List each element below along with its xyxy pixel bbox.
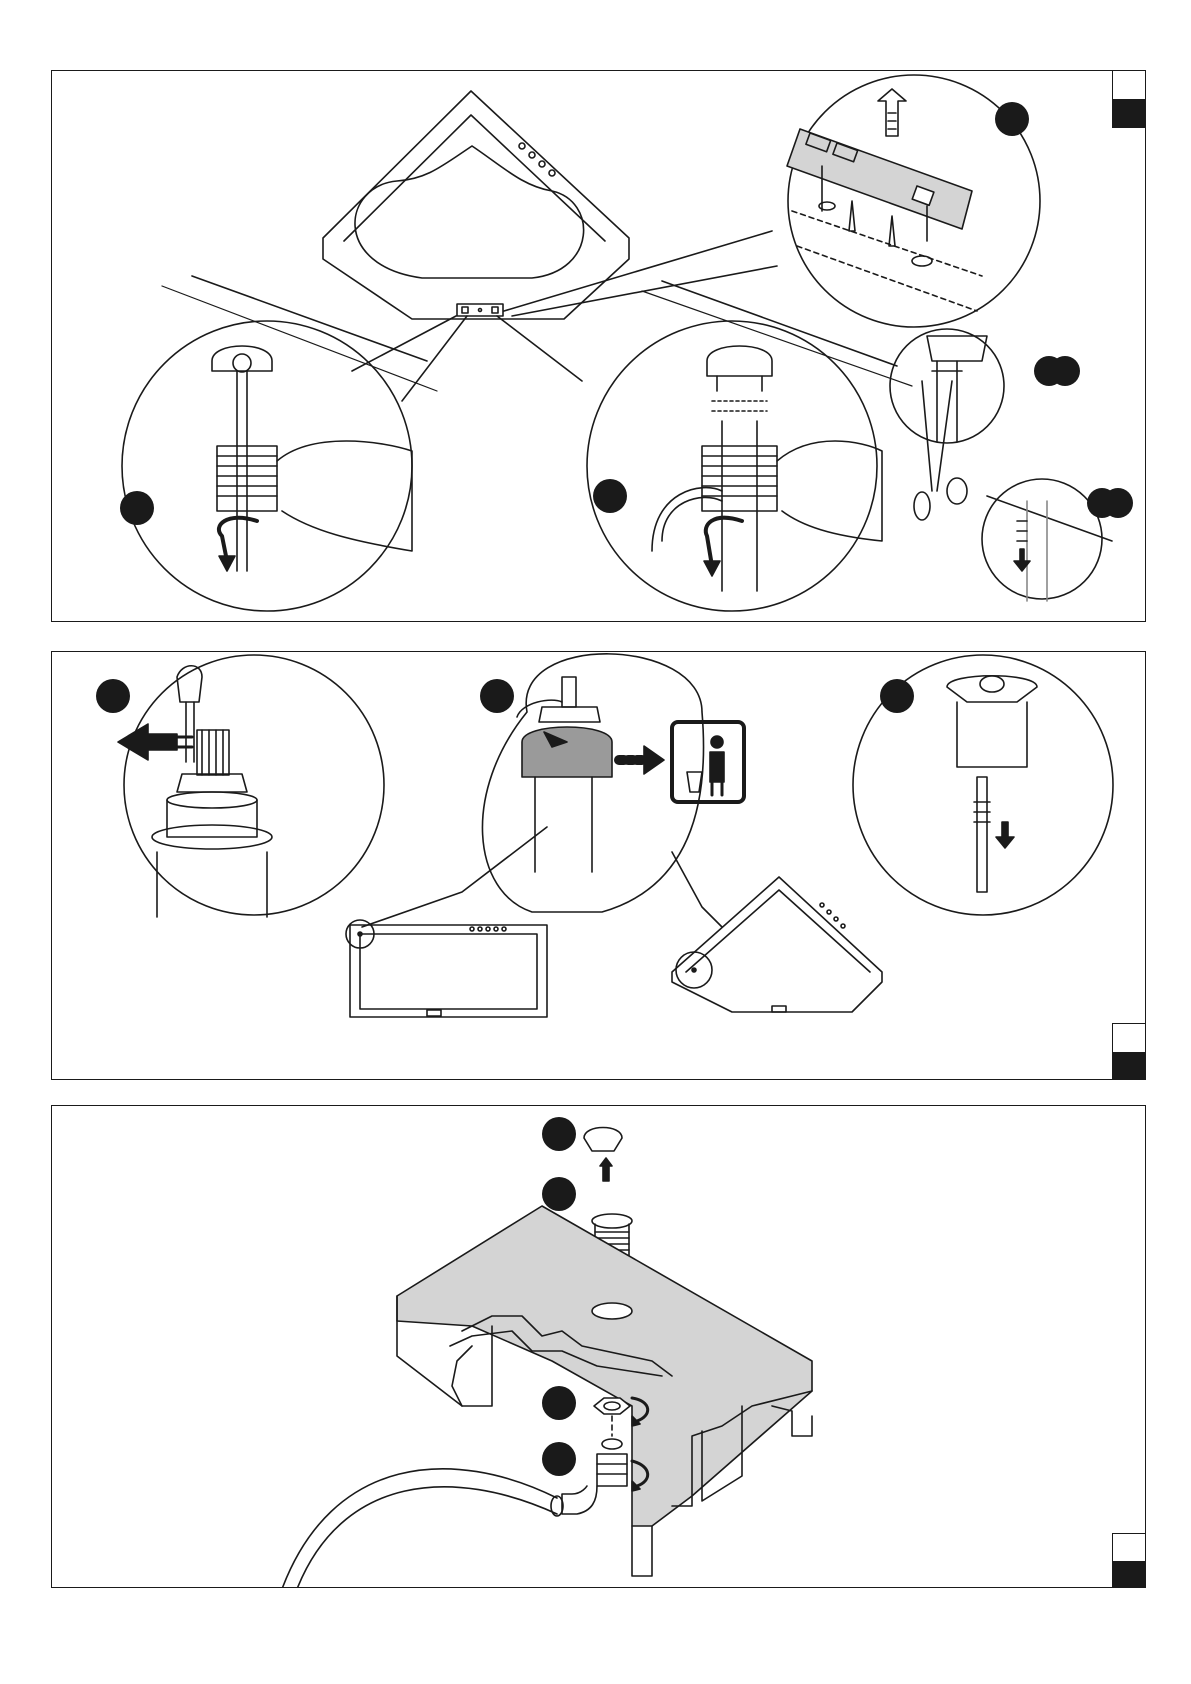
panel-3-illustration bbox=[52, 1106, 1146, 1588]
step-markers-panel1 bbox=[120, 102, 1133, 525]
step-marker bbox=[96, 679, 130, 713]
step-marker bbox=[1050, 356, 1080, 386]
panel-1-illustration bbox=[52, 71, 1146, 622]
screwdriver-valve-icon bbox=[118, 655, 384, 917]
nut-unscrew-left-icon bbox=[122, 276, 437, 611]
step-marker bbox=[542, 1442, 576, 1476]
step-marker bbox=[542, 1117, 576, 1151]
hose-icon bbox=[282, 1469, 563, 1588]
nut-unscrew-right-icon bbox=[587, 281, 912, 611]
scissors-cut-hose-icon bbox=[890, 329, 1004, 520]
step-marker bbox=[1103, 488, 1133, 518]
step-marker bbox=[880, 679, 914, 713]
rectangular-tub-outline-icon bbox=[346, 920, 547, 1017]
step-marker bbox=[480, 679, 514, 713]
step-marker bbox=[120, 491, 154, 525]
step-marker bbox=[995, 102, 1029, 136]
panel-3 bbox=[51, 1105, 1146, 1588]
bathtub-top-view-icon bbox=[323, 91, 629, 319]
step-marker bbox=[593, 479, 627, 513]
cap-remove-up-icon bbox=[584, 1128, 622, 1182]
panel-2-illustration bbox=[52, 652, 1146, 1080]
tub-cross-section-icon bbox=[397, 1206, 812, 1576]
corner-tub-outline-icon bbox=[672, 877, 882, 1012]
valve-remove-trash-icon bbox=[362, 654, 744, 927]
panel-1 bbox=[51, 70, 1146, 622]
step-marker bbox=[542, 1386, 576, 1420]
step-markers-panel2 bbox=[96, 679, 914, 713]
panel-2 bbox=[51, 651, 1146, 1080]
step-marker bbox=[542, 1177, 576, 1211]
